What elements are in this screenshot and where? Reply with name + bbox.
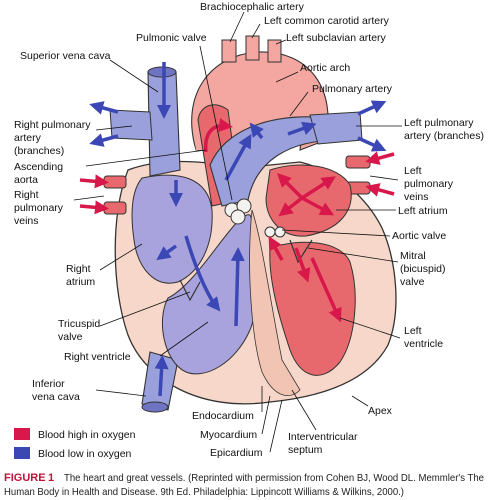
label-mitral-valve-1: Mitral xyxy=(400,250,426,262)
label-right-atrium-2: atrium xyxy=(66,276,95,288)
label-left-ventricle-1: Left xyxy=(404,325,422,337)
caption-line-2: Human Body in Health and Disease. 9th Ed… xyxy=(4,486,404,498)
label-ascending-aorta-2: aorta xyxy=(14,174,38,186)
brachiocephalic-artery-vessel xyxy=(221,39,237,63)
left-subclavian-vessel xyxy=(267,39,282,63)
label-epicardium: Epicardium xyxy=(210,447,263,459)
label-left-pulmonary-veins-3: veins xyxy=(404,191,429,203)
label-superior-vena-cava: Superior vena cava xyxy=(20,50,111,62)
label-pulmonic-valve: Pulmonic valve xyxy=(136,32,207,44)
caption-figure-number: 1 xyxy=(48,472,54,484)
pulmonic-valve-cusps xyxy=(224,198,252,225)
label-tricuspid-valve-2: valve xyxy=(58,331,83,343)
label-right-ventricle: Right ventricle xyxy=(64,351,131,363)
label-mitral-valve-2: (bicuspid) xyxy=(400,263,446,275)
label-right-pulmonary-artery-3: (branches) xyxy=(14,145,64,157)
label-left-pulmonary-veins-2: pulmonary xyxy=(404,178,454,190)
label-myocardium: Myocardium xyxy=(200,429,257,441)
label-interventricular-septum-1: Interventricular xyxy=(288,431,358,443)
left-common-carotid-vessel xyxy=(245,35,260,61)
label-left-pulmonary-artery-2: artery (branches) xyxy=(404,130,484,142)
label-endocardium: Endocardium xyxy=(192,410,254,422)
superior-vena-cava-opening xyxy=(147,66,177,78)
label-right-pulmonary-veins-1: Right xyxy=(14,189,39,201)
label-left-pulmonary-artery-1: Left pulmonary xyxy=(404,117,474,129)
label-inferior-vena-cava-2: vena cava xyxy=(32,391,80,403)
figure-caption: FIGURE 1 The heart and great vessels. (R… xyxy=(4,472,484,498)
label-interventricular-septum-2: septum xyxy=(288,444,323,456)
mitral-valve-leaflet xyxy=(289,239,313,264)
label-right-pulmonary-veins-3: veins xyxy=(14,215,39,227)
label-right-atrium-1: Right xyxy=(66,263,91,275)
legend-high-oxygen-label: Blood high in oxygen xyxy=(38,429,136,441)
label-left-atrium: Left atrium xyxy=(398,205,448,217)
low-oxygen-flow-arrows xyxy=(89,62,387,397)
label-left-common-carotid-artery: Left common carotid artery xyxy=(264,15,390,27)
septum-shape xyxy=(249,209,301,396)
label-right-pulmonary-artery-1: Right pulmonary xyxy=(14,119,91,131)
label-apex: Apex xyxy=(368,405,393,417)
label-left-subclavian-artery: Left subclavian artery xyxy=(286,32,387,44)
label-left-ventricle-2: ventricle xyxy=(404,338,443,350)
legend-swatch-high-oxygen xyxy=(14,428,30,440)
left-pulmonary-vein-upper xyxy=(345,155,371,169)
inferior-vena-cava-opening xyxy=(141,401,169,413)
caption-line-1: The heart and great vessels. (Reprinted … xyxy=(64,472,484,484)
right-pulmonary-vein-lower xyxy=(103,201,127,215)
legend-swatch-low-oxygen xyxy=(14,447,30,459)
label-pulmonary-artery: Pulmonary artery xyxy=(312,83,393,95)
label-right-pulmonary-veins-2: pulmonary xyxy=(14,202,64,214)
right-pulmonary-vein-upper xyxy=(103,175,127,189)
label-inferior-vena-cava-1: Inferior xyxy=(32,378,65,390)
label-mitral-valve-3: valve xyxy=(400,276,425,288)
high-oxygen-flow-arrows xyxy=(79,118,395,323)
leader-lines xyxy=(73,11,402,453)
heart-illustration xyxy=(79,35,397,413)
label-right-pulmonary-artery-2: artery xyxy=(14,132,42,144)
label-aortic-valve: Aortic valve xyxy=(392,230,446,242)
left-ventricle-chamber xyxy=(269,241,356,376)
label-brachiocephalic-artery: Brachiocephalic artery xyxy=(200,1,305,13)
label-left-pulmonary-veins-1: Left xyxy=(404,165,422,177)
legend-low-oxygen-label: Blood low in oxygen xyxy=(38,448,132,460)
legend: Blood high in oxygen Blood low in oxygen xyxy=(14,428,136,460)
label-ascending-aorta-1: Ascending xyxy=(14,161,63,173)
label-tricuspid-valve-1: Tricuspid xyxy=(58,318,100,330)
tricuspid-valve-leaflet xyxy=(179,279,201,302)
diagram-labels: Brachiocephalic artery Left common carot… xyxy=(14,1,484,459)
left-pulmonary-artery-vessel xyxy=(309,111,363,145)
label-aortic-arch: Aortic arch xyxy=(300,62,350,74)
caption-figure-label: FIGURE xyxy=(4,472,46,484)
